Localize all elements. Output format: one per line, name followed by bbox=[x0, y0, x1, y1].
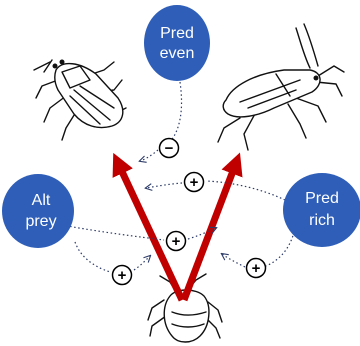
pred-rich-to-rich-plus-arrow bbox=[266, 232, 294, 266]
alt-plus-influence-arrow bbox=[134, 256, 150, 270]
aphid-illustration bbox=[148, 274, 222, 342]
svg-text:Pred: Pred bbox=[160, 25, 194, 42]
pred-rich-to-top-plus-arrow bbox=[206, 181, 285, 200]
svg-text:+: + bbox=[172, 233, 181, 250]
svg-text:+: + bbox=[252, 260, 261, 277]
minus-sign-pred-even: − bbox=[160, 139, 179, 158]
svg-text:even: even bbox=[160, 45, 195, 62]
node-pred-even: Pred even bbox=[144, 5, 210, 81]
svg-text:+: + bbox=[118, 267, 127, 284]
svg-text:Pred: Pred bbox=[305, 190, 339, 207]
plus-sign-top: + bbox=[185, 173, 204, 192]
predatory-bug-illustration bbox=[34, 60, 126, 141]
node-pred-rich: Pred rich bbox=[283, 173, 360, 247]
node-alt-prey: Alt prey bbox=[2, 174, 74, 248]
assassin-bug-illustration bbox=[218, 24, 344, 150]
plus-sign-pred-rich: + bbox=[247, 259, 266, 278]
alt-prey-to-alt-plus-arrow bbox=[75, 242, 110, 272]
plus-sign-alt-prey: + bbox=[113, 266, 132, 285]
svg-text:rich: rich bbox=[309, 212, 335, 229]
rich-plus-influence-arrow bbox=[222, 254, 245, 267]
plus-sign-center: + bbox=[167, 232, 186, 251]
top-plus-influence-arrow bbox=[146, 183, 182, 188]
svg-text:prey: prey bbox=[25, 213, 56, 230]
svg-text:−: − bbox=[165, 140, 174, 157]
svg-text:+: + bbox=[190, 174, 199, 191]
svg-text:Alt: Alt bbox=[32, 192, 51, 209]
